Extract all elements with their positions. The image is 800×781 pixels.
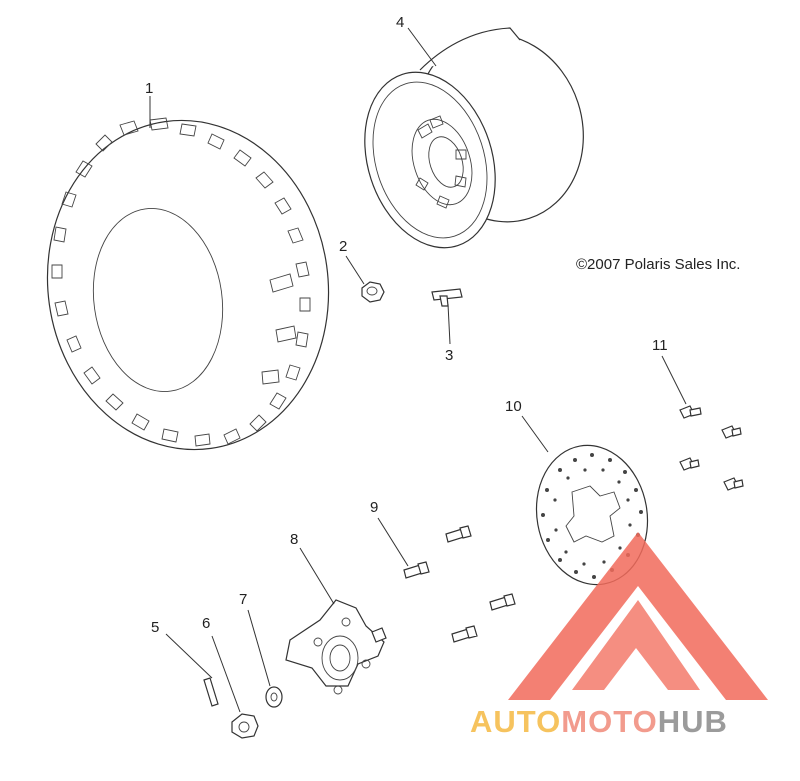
watermark-logo: AUTOMOTOHUB (470, 532, 768, 739)
callout-1: 1 (145, 80, 153, 97)
copyright-notice: ©2007 Polaris Sales Inc. (576, 256, 740, 273)
hub-bolts-part (403, 525, 516, 643)
washer-part (265, 686, 283, 708)
callout-2: 2 (339, 238, 347, 255)
callout-8: 8 (290, 531, 298, 548)
callout-4: 4 (396, 14, 404, 31)
castle-nut-part (231, 713, 259, 739)
tire-part (46, 117, 330, 451)
watermark-text: AUTOMOTOHUB (470, 704, 728, 739)
callout-11: 11 (652, 337, 668, 354)
callout-5: 5 (151, 619, 159, 636)
brake-disc-part (535, 444, 649, 586)
watermark-triangle-icon (508, 532, 768, 700)
callout-6: 6 (202, 615, 210, 632)
callout-labels: 1 2 3 4 5 6 7 8 9 10 11 (145, 14, 668, 636)
callout-9: 9 (370, 499, 378, 516)
cotter-pin-part (203, 677, 219, 707)
callout-7: 7 (239, 591, 247, 608)
callout-10: 10 (505, 398, 522, 415)
callout-3: 3 (445, 347, 453, 364)
wheel-rim-part (364, 27, 584, 249)
hub-part (285, 599, 387, 695)
valve-stem-part (431, 288, 463, 307)
leader-lines (149, 27, 687, 713)
disc-bolts-part (679, 405, 744, 491)
nut-part (361, 281, 385, 303)
